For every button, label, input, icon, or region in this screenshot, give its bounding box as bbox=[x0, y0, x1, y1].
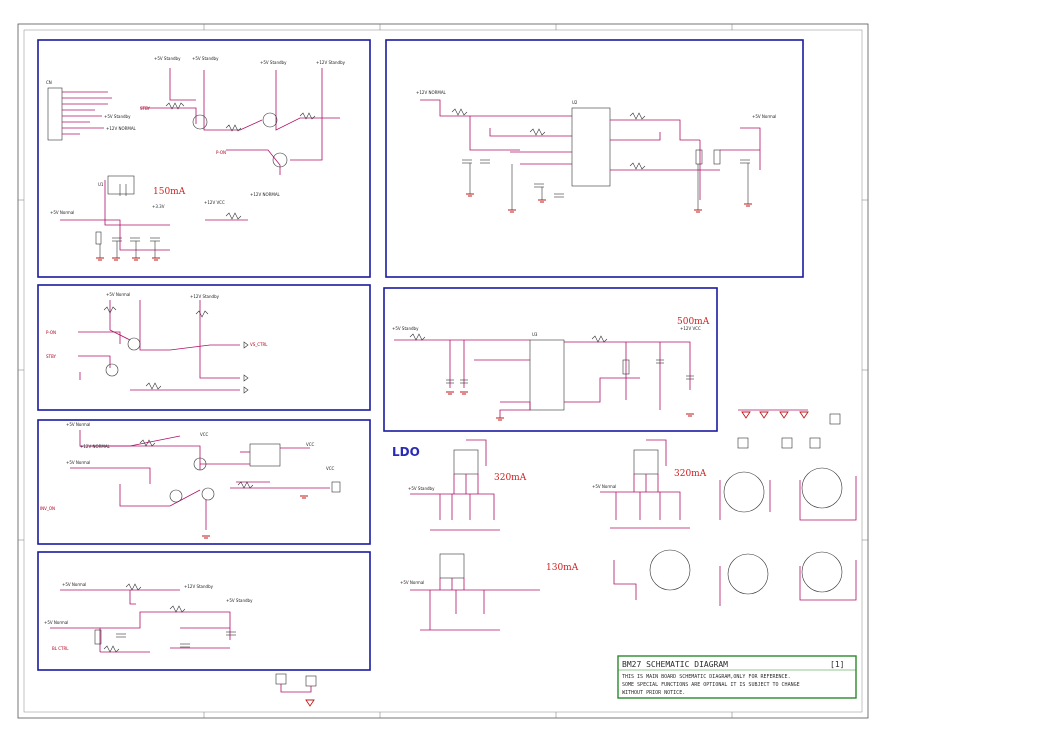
current-500ma: 500mA bbox=[677, 317, 710, 327]
net-label-5v-normal-c: +5V Normal bbox=[106, 292, 130, 297]
current-320ma-b: 320mA bbox=[674, 469, 707, 479]
title-block-sheet: [1] bbox=[830, 660, 844, 669]
ldo-area: LDO 320mA +5V Standby 130mA +5V Normal bbox=[392, 439, 707, 631]
sockets-area bbox=[613, 409, 857, 606]
round-socket-group bbox=[649, 467, 843, 595]
regulator-label-u1: U1 bbox=[98, 182, 104, 187]
connector-label: CN bbox=[46, 80, 52, 85]
net-label-5v-normal-i: +5V Normal bbox=[592, 484, 616, 489]
net-label-5v-normal-d: +5V Normal bbox=[66, 422, 90, 427]
net-label-5v-standby-conn: +5V Standby bbox=[104, 114, 131, 119]
net-label-12v-standby: +12V Standby bbox=[316, 60, 346, 65]
sheet-frame bbox=[17, 23, 869, 719]
net-label-5v-standby-f: +5V Standby bbox=[408, 486, 435, 491]
net-label-12v-vcc-b: +12V VCC bbox=[680, 326, 701, 331]
title-block-note-1: THIS IS MAIN BOARD SCHEMATIC DIAGRAM,ONL… bbox=[622, 674, 791, 680]
net-label-5v-normal-e: +5V Normal bbox=[66, 460, 90, 465]
net-label-vcc-out-b: VCC bbox=[326, 466, 335, 471]
ldo-section-label: LDO bbox=[392, 445, 420, 459]
title-block: BM27 SCHEMATIC DIAGRAM [1] THIS IS MAIN … bbox=[617, 655, 857, 699]
net-label-5v-normal-b: +5V Normal bbox=[752, 114, 776, 119]
net-label-5v-standby-c: +5V Standby bbox=[260, 60, 287, 65]
net-label-vcc: VCC bbox=[200, 432, 209, 437]
net-label-12v-normal-b: +12V NORMAL bbox=[416, 90, 447, 95]
block-bottom-left: +5V Normal +12V Standby +5V Standby +5V … bbox=[37, 551, 371, 671]
bottom-connectors bbox=[275, 673, 317, 707]
block-power-switch: CN +5V Standby +5V Standby +5V Standby +… bbox=[37, 39, 371, 278]
net-label-5v-standby-b: +5V Standby bbox=[192, 56, 219, 61]
block-top-right: +12V NORMAL +5V Normal U2 bbox=[385, 39, 804, 278]
net-label-stby: STBY bbox=[140, 106, 151, 111]
title-block-note-3: WITHOUT PRIOR NOTICE. bbox=[622, 690, 685, 696]
net-label-vs-ctrl: VS_CTRL bbox=[250, 342, 268, 347]
block-mid-left: +5V Normal +12V Standby P-ON STBY VS_CTR… bbox=[37, 284, 371, 411]
block-regulator-500ma: +5V Standby U3 +12V VCC 500mA bbox=[383, 287, 718, 432]
block-lower-left: +5V Normal +12V NORMAL +5V Normal VCC VC… bbox=[37, 419, 371, 545]
net-label-12v-normal-conn: +12V NORMAL bbox=[106, 126, 137, 131]
net-label-bl-ctrl: BL CTRL bbox=[52, 646, 69, 651]
net-label-5v-standby-d: +5V Standby bbox=[392, 326, 419, 331]
net-label-stby-b: STBY bbox=[46, 354, 57, 359]
net-label-12v-vcc: +12V VCC bbox=[204, 200, 225, 205]
net-label-p-on-b: P-ON bbox=[46, 330, 56, 335]
net-label-5v-standby-a: +5V Standby bbox=[154, 56, 181, 61]
title-block-title: BM27 SCHEMATIC DIAGRAM bbox=[622, 660, 728, 669]
net-label-12v-normal-c: +12V NORMAL bbox=[80, 444, 111, 449]
current-320ma-a: 320mA bbox=[494, 473, 527, 483]
net-label-vcc-out: VCC bbox=[306, 442, 315, 447]
net-label-12v-standby-c: +12V Standby bbox=[184, 584, 214, 589]
net-label-5v-normal-g: +5V Normal bbox=[44, 620, 68, 625]
current-150ma: 150mA bbox=[153, 187, 186, 197]
net-label-12v-normal-a: +12V NORMAL bbox=[250, 192, 281, 197]
net-label-inv-on: INV_ON bbox=[40, 506, 55, 511]
net-label-3v3: +3.3V bbox=[152, 204, 165, 209]
ic-label-u2: U2 bbox=[572, 100, 578, 105]
ic-label-u3: U3 bbox=[532, 332, 538, 337]
net-label-5v-standby-e: +5V Standby bbox=[226, 598, 253, 603]
net-label-5v-normal-a: +5V Normal bbox=[50, 210, 74, 215]
net-label-p-on: P-ON bbox=[216, 150, 226, 155]
net-label-5v-normal-h: +5V Normal bbox=[400, 580, 424, 585]
title-block-note-2: SOME SPECIAL FUNCTIONS ARE OPTIONAL IT I… bbox=[622, 682, 800, 688]
current-130ma: 130mA bbox=[546, 563, 579, 573]
net-label-5v-normal-f: +5V Normal bbox=[62, 582, 86, 587]
net-label-12v-standby-b: +12V Standby bbox=[190, 294, 220, 299]
